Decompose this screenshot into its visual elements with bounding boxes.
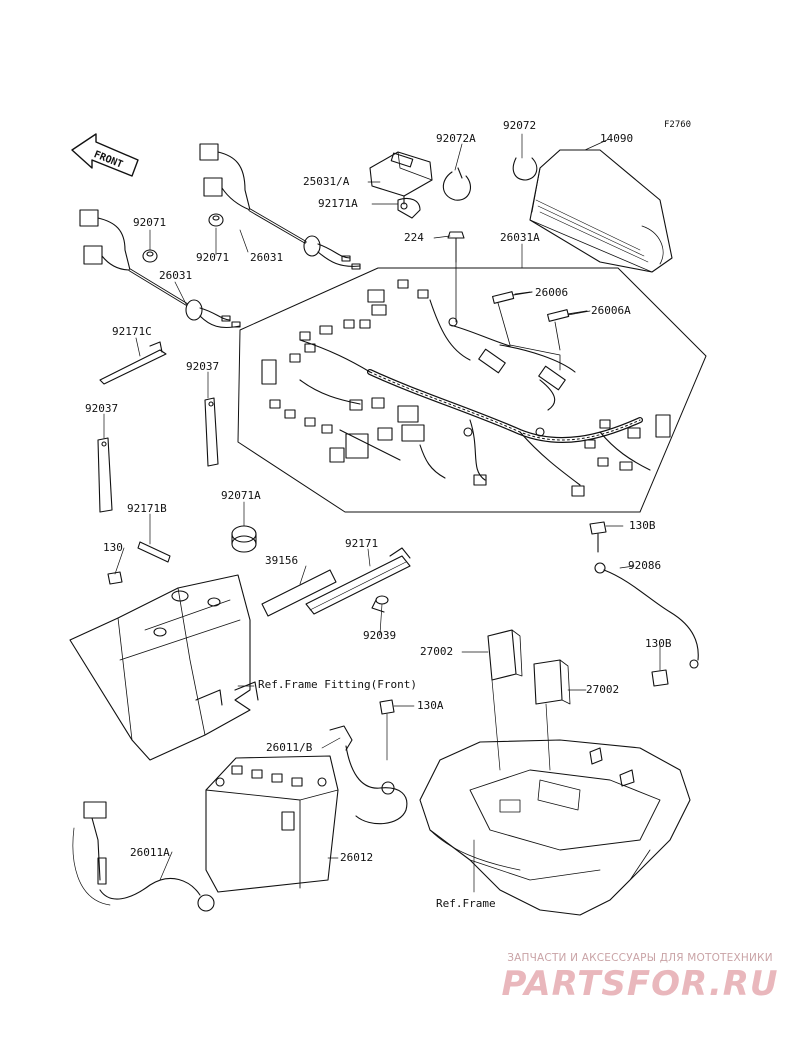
label-26011B: 26011/B bbox=[266, 741, 313, 754]
fuse-26006 bbox=[492, 291, 533, 304]
label-26006A: 26006A bbox=[591, 304, 631, 317]
bolt-130 bbox=[107, 571, 123, 585]
label-92072A: 92072A bbox=[436, 132, 476, 145]
clamp-92072A bbox=[442, 167, 471, 201]
grommet-92071-a bbox=[142, 249, 158, 263]
harness-outline bbox=[237, 267, 707, 513]
cable-92086 bbox=[594, 562, 699, 669]
label-26031A: 26031A bbox=[500, 231, 540, 244]
relay-27002-right bbox=[533, 659, 571, 771]
label-25031A: 25031/A bbox=[303, 175, 350, 188]
harness-26031-left bbox=[79, 209, 241, 329]
label-92171A: 92171A bbox=[318, 197, 358, 210]
strap-92171B bbox=[137, 541, 171, 563]
harness-26031A-trunk bbox=[299, 299, 651, 486]
label-92086: 92086 bbox=[628, 559, 662, 572]
label-26006: 26006 bbox=[535, 286, 569, 299]
label-39156: 39156 bbox=[265, 554, 299, 567]
label-ref-frame: Ref.Frame bbox=[436, 897, 496, 910]
clip-92171A bbox=[397, 197, 421, 219]
label-27002-right: 27002 bbox=[586, 683, 620, 696]
fuse-26006A bbox=[547, 309, 588, 322]
bolt-130B-lower bbox=[651, 669, 669, 687]
label-92071A: 92071A bbox=[221, 489, 261, 502]
label-130B-upper: 130B bbox=[629, 519, 656, 532]
label-92171C: 92171C bbox=[112, 325, 152, 338]
label-26031-left: 26031 bbox=[159, 269, 193, 282]
label-224: 224 bbox=[404, 231, 424, 244]
figure-code: F2760 bbox=[664, 120, 692, 130]
label-92171: 92171 bbox=[345, 537, 379, 550]
relay-27002-left bbox=[487, 629, 523, 771]
relay-25031A bbox=[369, 151, 433, 205]
leader-lines bbox=[103, 133, 661, 893]
label-26031-right: 26031 bbox=[250, 251, 284, 264]
label-92039: 92039 bbox=[363, 629, 397, 642]
front-arrow: FRONT bbox=[71, 133, 139, 177]
label-ref-frame-fitting-front: Ref.Frame Fitting(Front) bbox=[258, 678, 417, 691]
label-14090: 14090 bbox=[600, 132, 634, 145]
grommet-92071A bbox=[231, 525, 257, 553]
frame-rear bbox=[419, 739, 691, 916]
cable-26011B bbox=[329, 725, 408, 825]
label-92037-right: 92037 bbox=[186, 360, 220, 373]
watermark-subtitle: ЗАПЧАСТИ И АКСЕССУАРЫ ДЛЯ МОТОТЕХНИКИ bbox=[507, 952, 773, 964]
label-130A: 130A bbox=[417, 699, 444, 712]
cover-14090 bbox=[529, 149, 673, 273]
label-92071-left: 92071 bbox=[133, 216, 167, 229]
clip-92039 bbox=[371, 595, 389, 613]
label-26012: 26012 bbox=[340, 851, 374, 864]
label-27002-left: 27002 bbox=[420, 645, 454, 658]
clamp-92072 bbox=[512, 157, 538, 181]
bracket-92171 bbox=[305, 547, 411, 615]
harness-26031-upper bbox=[199, 143, 361, 270]
label-92071-right: 92071 bbox=[196, 251, 230, 264]
label-92037-left: 92037 bbox=[85, 402, 119, 415]
label-26011A: 26011A bbox=[130, 846, 170, 859]
strap-92037-right bbox=[204, 397, 219, 467]
label-130B-lower: 130B bbox=[645, 637, 672, 650]
strap-92037-left bbox=[97, 437, 113, 513]
harness-connectors bbox=[261, 279, 671, 497]
frame-fitting-front bbox=[69, 574, 259, 761]
label-92072: 92072 bbox=[503, 119, 537, 132]
strap-92171C bbox=[99, 341, 167, 385]
bolt-130A bbox=[379, 699, 395, 761]
label-130: 130 bbox=[103, 541, 123, 554]
grommet-92071-b bbox=[208, 213, 224, 227]
battery-26012 bbox=[205, 755, 339, 893]
label-92171B: 92171B bbox=[127, 502, 167, 515]
bolt-130B-upper bbox=[589, 521, 607, 553]
cable-26011A bbox=[72, 801, 215, 912]
watermark-brand: PARTSFOR.RU bbox=[501, 964, 779, 1004]
pad-39156 bbox=[261, 569, 337, 617]
